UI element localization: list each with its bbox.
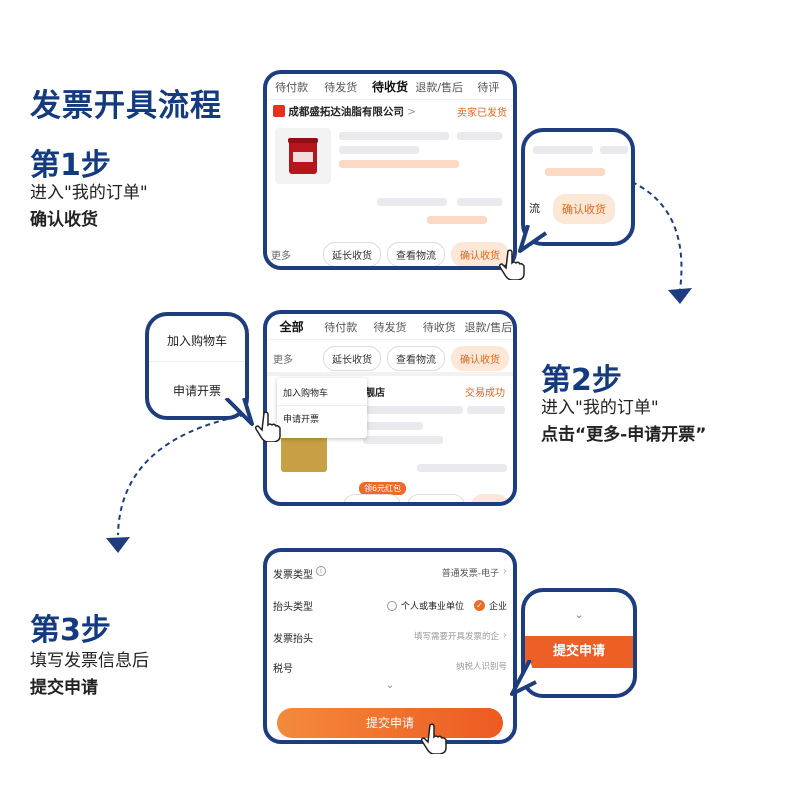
extend-receipt-button[interactable]: 延长收货 xyxy=(323,346,381,371)
bubble2-tail xyxy=(224,398,254,426)
buy-again-button[interactable]: 再买一单 xyxy=(407,494,465,502)
step2-description: 进入"我的订单" 点击“更多-申请开票” xyxy=(541,395,706,449)
order-actions-top: 更多 延长收货 查看物流 确认收货 xyxy=(273,346,509,371)
pointer-hand-icon xyxy=(421,723,447,754)
bubble-request-invoice[interactable]: 申请开票 xyxy=(172,384,221,398)
arrowhead-1 xyxy=(668,288,692,304)
tab-all[interactable]: 全部 xyxy=(279,320,304,334)
order-screen-step1: 待付款 待发货 待收货 退款/售后 待评 成都盛拓达油脂有限公司 > 卖家已发货… xyxy=(263,70,517,270)
order-tabs: 待付款 待发货 待收货 退款/售后 待评 xyxy=(267,74,513,100)
zoom-bubble-submit: ⌄ 提交申请 xyxy=(521,588,637,698)
order-actions-bottom: 更多 闲鱼转卖 再买一单 评价 xyxy=(273,494,509,502)
invoice-type-label: 发票类型 xyxy=(273,570,313,581)
tab-refund[interactable]: 退款/售后 xyxy=(415,80,464,94)
zoom-bubble-confirm: 流 确认收货 xyxy=(521,128,635,246)
menu-request-invoice[interactable]: 申请开票 xyxy=(283,415,320,425)
tax-id-label: 税号 xyxy=(273,664,293,675)
more-menu: 加入购物车 申请开票 xyxy=(277,378,367,438)
option-personal-label: 个人或事业单位 xyxy=(400,602,464,612)
product-image[interactable] xyxy=(281,432,327,472)
deal-status: 交易成功 xyxy=(465,388,505,399)
shop-name-fragment[interactable]: 靓店 xyxy=(365,388,385,399)
order-status: 卖家已发货 xyxy=(457,108,507,119)
radio-personal[interactable] xyxy=(386,600,397,611)
confirm-receipt-button[interactable]: 确认收货 xyxy=(451,346,509,371)
more-link[interactable]: 更多 xyxy=(273,355,293,366)
extend-receipt-button[interactable]: 延长收货 xyxy=(323,242,381,266)
order-tabs-all: 全部 待付款 待发货 待收货 退款/售后 xyxy=(267,314,513,340)
bubble1-tail xyxy=(518,225,548,253)
view-logistics-button[interactable]: 查看物流 xyxy=(387,346,445,371)
flow-arrow-step1-to-step2 xyxy=(631,181,683,291)
tax-id-input[interactable]: 纳税人识别号 xyxy=(455,662,507,672)
option-company-label: 企业 xyxy=(488,602,507,612)
step2-line2: 点击“更多-申请开票” xyxy=(541,425,707,445)
tab-pending-shipment[interactable]: 待发货 xyxy=(324,80,358,94)
step3-line2: 提交申请 xyxy=(30,678,98,698)
more-link-bottom[interactable]: 更多 xyxy=(273,499,293,502)
shop-logo-icon xyxy=(273,105,285,117)
view-logistics-button[interactable]: 查看物流 xyxy=(387,242,445,266)
tab-pending-shipment[interactable]: 待发货 xyxy=(373,320,407,334)
flow-arrow-step2-to-step3 xyxy=(117,414,246,536)
tab-review[interactable]: 待评 xyxy=(477,80,500,94)
tab-pending-payment[interactable]: 待付款 xyxy=(275,80,309,94)
more-link[interactable]: 更多 xyxy=(271,251,291,262)
bubble3-tail xyxy=(510,660,537,696)
page-title: 发票开具流程 xyxy=(30,88,222,124)
product-image[interactable] xyxy=(275,128,331,184)
step3-description: 填写发票信息后 提交申请 xyxy=(30,648,149,702)
info-icon[interactable]: i xyxy=(316,566,326,576)
order-screen-step2: 全部 待付款 待发货 待收货 退款/售后 更多 延长收货 查看物流 确认收货 靓… xyxy=(263,310,517,506)
invoice-title-input[interactable]: 填写需要开具发票的企 xyxy=(413,632,499,642)
arrowhead-2 xyxy=(106,537,130,553)
step1-heading: 第1步 xyxy=(30,148,111,183)
bubble-logistics-fragment: 流 xyxy=(529,202,540,215)
submit-button[interactable]: 提交申请 xyxy=(277,708,503,738)
order-actions: 更多 延长收货 查看物流 确认收货 xyxy=(271,242,509,266)
form-row-invoice-type[interactable]: 发票类型 i 普通发票-电子 › xyxy=(273,566,507,581)
step2-heading: 第2步 xyxy=(541,363,622,398)
bubble-submit-button[interactable]: 提交申请 xyxy=(525,636,633,668)
bubble-add-to-cart[interactable]: 加入购物车 xyxy=(149,332,245,362)
chevron-right-icon: › xyxy=(503,566,507,577)
resell-button[interactable]: 闲鱼转卖 xyxy=(343,494,401,502)
pointer-hand-icon xyxy=(499,249,525,280)
radio-company-checked[interactable]: ✓ xyxy=(473,600,485,611)
step1-line1: 进入"我的订单" xyxy=(30,183,148,203)
step1-description: 进入"我的订单" 确认收货 xyxy=(30,180,148,234)
form-row-invoice-title: 发票抬头 填写需要开具发票的企 › xyxy=(273,630,507,645)
tab-refund[interactable]: 退款/售后 xyxy=(464,320,513,334)
invoice-type-value: 普通发票-电子 xyxy=(441,569,499,579)
form-row-title-type: 抬头类型 个人或事业单位 ✓ 企业 xyxy=(273,598,507,613)
menu-add-to-cart[interactable]: 加入购物车 xyxy=(277,378,367,406)
step1-line2: 确认收货 xyxy=(30,210,98,230)
pointer-hand-icon xyxy=(255,411,281,442)
step2-line1: 进入"我的订单" xyxy=(541,398,659,418)
expand-down-icon: ⌄ xyxy=(574,608,584,621)
title-type-label: 抬头类型 xyxy=(273,602,313,613)
step3-heading: 第3步 xyxy=(30,613,111,648)
invoice-form-screen: 发票类型 i 普通发票-电子 › 抬头类型 个人或事业单位 ✓ 企业 发票抬头 … xyxy=(263,548,517,744)
review-button[interactable]: 评价 xyxy=(471,494,509,502)
step3-line1: 填写发票信息后 xyxy=(30,651,149,671)
shop-name[interactable]: 成都盛拓达油脂有限公司 xyxy=(288,106,404,118)
invoice-title-label: 发票抬头 xyxy=(273,634,313,645)
form-row-tax-id: 税号 纳税人识别号 xyxy=(273,660,507,675)
chevron-right-icon: › xyxy=(503,630,507,641)
tab-pending-payment[interactable]: 待付款 xyxy=(324,320,358,334)
oil-bucket-icon xyxy=(288,138,318,174)
shop-header: 成都盛拓达油脂有限公司 > 卖家已发货 xyxy=(267,100,513,122)
expand-down-icon[interactable]: ⌄ xyxy=(385,680,395,691)
coupon-badge: 领6元红包 xyxy=(359,482,407,495)
tab-pending-receipt[interactable]: 待收货 xyxy=(422,320,456,334)
tab-pending-receipt[interactable]: 待收货 xyxy=(372,80,409,94)
bubble-confirm-receipt-button[interactable]: 确认收货 xyxy=(553,194,615,224)
